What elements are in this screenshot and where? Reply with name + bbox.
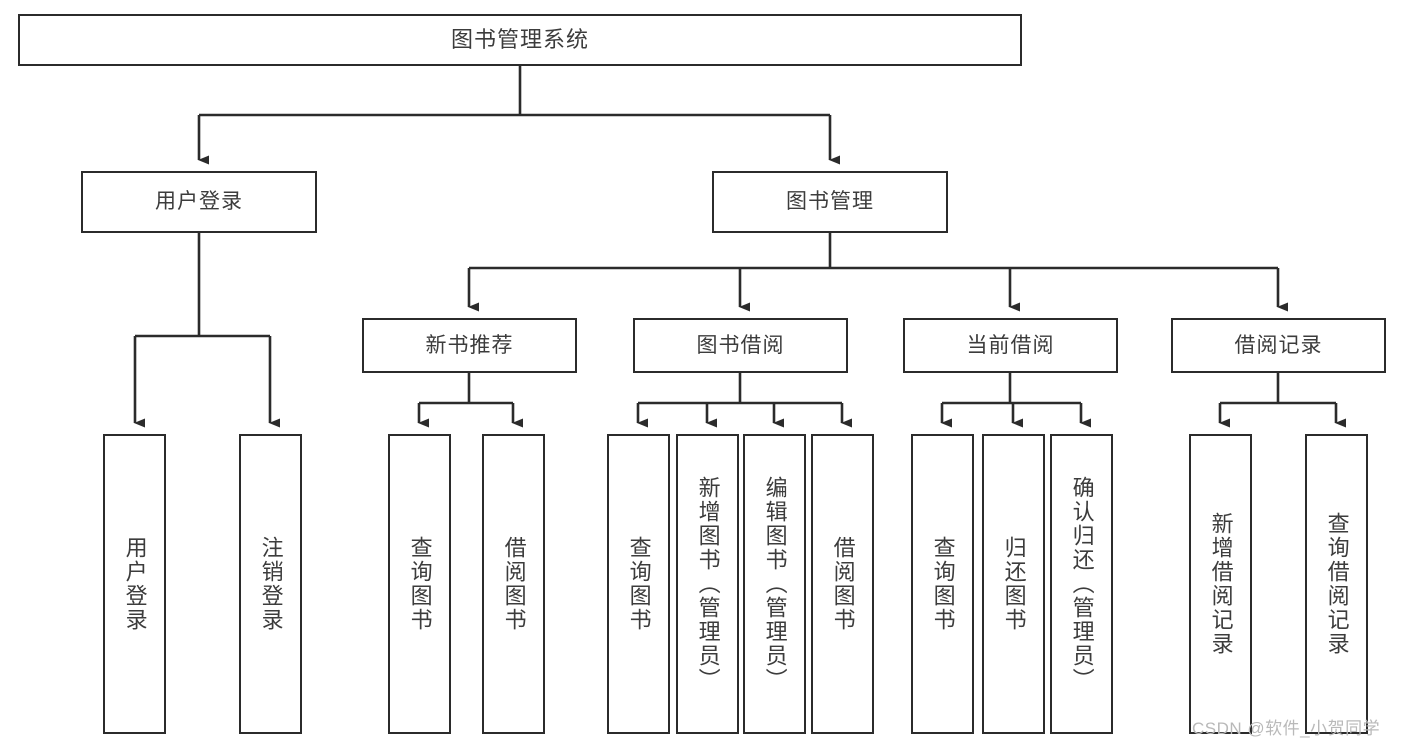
leaf-query-book-2-label: 查询图书 xyxy=(626,536,652,632)
leaf-query-record[interactable]: 查询借阅记录 xyxy=(1305,434,1368,734)
node-new-book-recommend-label: 新书推荐 xyxy=(425,333,514,357)
leaf-borrow-book-1-label: 借阅图书 xyxy=(501,536,527,632)
leaf-borrow-book-1[interactable]: 借阅图书 xyxy=(482,434,545,734)
node-current-borrow[interactable]: 当前借阅 xyxy=(903,318,1118,373)
leaf-add-book[interactable]: 新增图书（管理员） xyxy=(676,434,739,734)
node-book-borrow-label: 图书借阅 xyxy=(696,333,785,357)
leaf-add-record[interactable]: 新增借阅记录 xyxy=(1189,434,1252,734)
leaf-user-login[interactable]: 用户登录 xyxy=(103,434,166,734)
leaf-query-book-3[interactable]: 查询图书 xyxy=(911,434,974,734)
leaf-return-book-label: 归还图书 xyxy=(1001,536,1027,632)
leaf-return-book[interactable]: 归还图书 xyxy=(982,434,1045,734)
node-root[interactable]: 图书管理系统 xyxy=(18,14,1022,66)
node-user-login-label: 用户登录 xyxy=(155,190,243,214)
leaf-borrow-book-2-label: 借阅图书 xyxy=(830,536,856,632)
leaf-logout[interactable]: 注销登录 xyxy=(239,434,302,734)
watermark: CSDN @软件_小贺同学 xyxy=(1192,719,1381,738)
leaf-query-book-3-label: 查询图书 xyxy=(930,536,956,632)
leaf-add-record-label: 新增借阅记录 xyxy=(1208,512,1234,656)
leaf-query-book-1-label: 查询图书 xyxy=(407,536,433,632)
node-book-borrow[interactable]: 图书借阅 xyxy=(633,318,848,373)
node-new-book-recommend[interactable]: 新书推荐 xyxy=(362,318,577,373)
node-current-borrow-label: 当前借阅 xyxy=(966,333,1055,357)
leaf-logout-label: 注销登录 xyxy=(258,536,284,632)
node-book-manage-label: 图书管理 xyxy=(786,190,874,214)
leaf-confirm-return[interactable]: 确认归还（管理员） xyxy=(1050,434,1113,734)
leaf-query-record-label: 查询借阅记录 xyxy=(1324,512,1350,656)
leaf-add-book-label: 新增图书（管理员） xyxy=(695,476,721,692)
node-borrow-record-label: 借阅记录 xyxy=(1234,333,1323,357)
leaf-query-book-2[interactable]: 查询图书 xyxy=(607,434,670,734)
leaf-user-login-label: 用户登录 xyxy=(122,536,148,632)
leaf-edit-book-label: 编辑图书（管理员） xyxy=(762,476,788,692)
node-user-login[interactable]: 用户登录 xyxy=(81,171,317,233)
leaf-query-book-1[interactable]: 查询图书 xyxy=(388,434,451,734)
leaf-edit-book[interactable]: 编辑图书（管理员） xyxy=(743,434,806,734)
node-borrow-record[interactable]: 借阅记录 xyxy=(1171,318,1386,373)
leaf-confirm-return-label: 确认归还（管理员） xyxy=(1069,476,1095,692)
node-book-manage[interactable]: 图书管理 xyxy=(712,171,948,233)
leaf-borrow-book-2[interactable]: 借阅图书 xyxy=(811,434,874,734)
node-root-label: 图书管理系统 xyxy=(450,26,589,52)
